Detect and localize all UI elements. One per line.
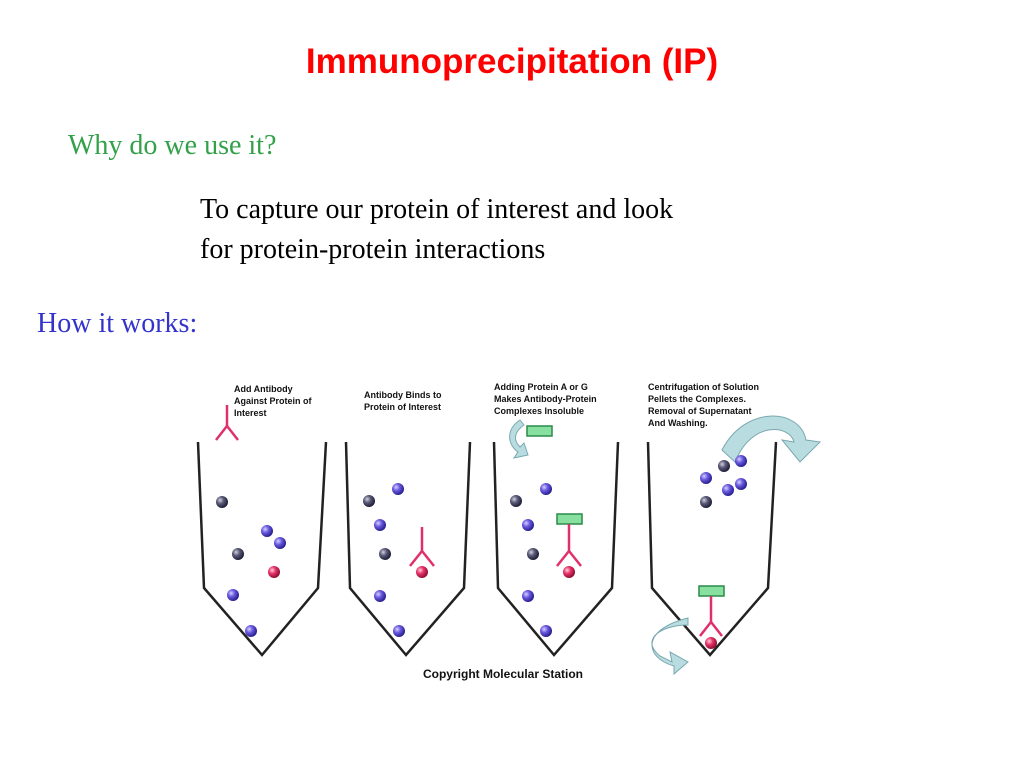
protein-of-interest-icon (268, 566, 280, 578)
tube-3 (492, 441, 620, 657)
protein-icon (363, 495, 375, 507)
step-1-line-2: Against Protein of (234, 396, 313, 406)
protein-icon (510, 495, 522, 507)
protein-icon (735, 455, 747, 467)
step-4-caption: Centrifugation of Solution Pellets the C… (648, 382, 762, 428)
protein-icon (216, 496, 228, 508)
protein-icon (232, 548, 244, 560)
protein-a-g-bead-icon (698, 585, 725, 597)
step-3-line-1: Adding Protein A or G (494, 382, 588, 392)
step-4-line-4: And Washing. (648, 418, 708, 428)
protein-of-interest-icon (416, 566, 428, 578)
how-heading: How it works: (37, 308, 198, 339)
antibody-icon (409, 527, 435, 567)
protein-icon (722, 484, 734, 496)
step-1-line-1: Add Antibody (234, 384, 293, 394)
protein-of-interest-icon (563, 566, 575, 578)
protein-icon (522, 590, 534, 602)
protein-icon (527, 548, 539, 560)
step-4-line-2: Pellets the Complexes. (648, 394, 746, 404)
step-4-line-3: Removal of Supernatant (648, 406, 752, 416)
step-2-caption: Antibody Binds to Protein of Interest (364, 390, 444, 412)
protein-of-interest-icon (705, 637, 717, 649)
protein-icon (245, 625, 257, 637)
protein-icon (718, 460, 730, 472)
step-4-line-1: Centrifugation of Solution (648, 382, 759, 392)
step-2-line-2: Protein of Interest (364, 402, 441, 412)
protein-icon (540, 625, 552, 637)
step-3-caption: Adding Protein A or G Makes Antibody-Pro… (494, 382, 599, 416)
step-3-line-2: Makes Antibody-Protein (494, 394, 597, 404)
protein-icon (227, 589, 239, 601)
protein-icon (261, 525, 273, 537)
protein-icon (379, 548, 391, 560)
tube-1 (196, 441, 328, 657)
protein-icon (700, 496, 712, 508)
protein-icon (522, 519, 534, 531)
protein-a-g-bead-icon (556, 513, 583, 525)
copyright-text: Copyright Molecular Station (423, 667, 583, 681)
protein-icon (392, 483, 404, 495)
curved-arrow-icon (651, 617, 689, 676)
antibody-icon (556, 524, 582, 567)
protein-a-g-bead-icon (526, 425, 553, 437)
answer-line-2: for protein-protein interactions (200, 234, 546, 265)
tube-2 (344, 441, 472, 657)
step-2-line-1: Antibody Binds to (364, 390, 442, 400)
protein-icon (700, 472, 712, 484)
tube-4 (646, 441, 778, 657)
antibody-icon (699, 596, 723, 637)
protein-icon (374, 590, 386, 602)
question-heading: Why do we use it? (68, 130, 277, 161)
antibody-icon (215, 405, 239, 441)
curved-arrow-icon (721, 415, 822, 463)
protein-icon (374, 519, 386, 531)
slide-title: Immunoprecipitation (IP) (305, 42, 719, 81)
protein-icon (274, 537, 286, 549)
protein-icon (393, 625, 405, 637)
protein-icon (735, 478, 747, 490)
answer-text: To capture our protein of interest and l… (200, 190, 820, 270)
step-1-caption: Add Antibody Against Protein of Interest (234, 384, 314, 418)
protein-icon (540, 483, 552, 495)
step-3-line-3: Complexes Insoluble (494, 406, 584, 416)
step-1-line-3: Interest (234, 408, 267, 418)
curved-arrow-icon (509, 419, 529, 459)
answer-line-1: To capture our protein of interest and l… (200, 194, 674, 225)
